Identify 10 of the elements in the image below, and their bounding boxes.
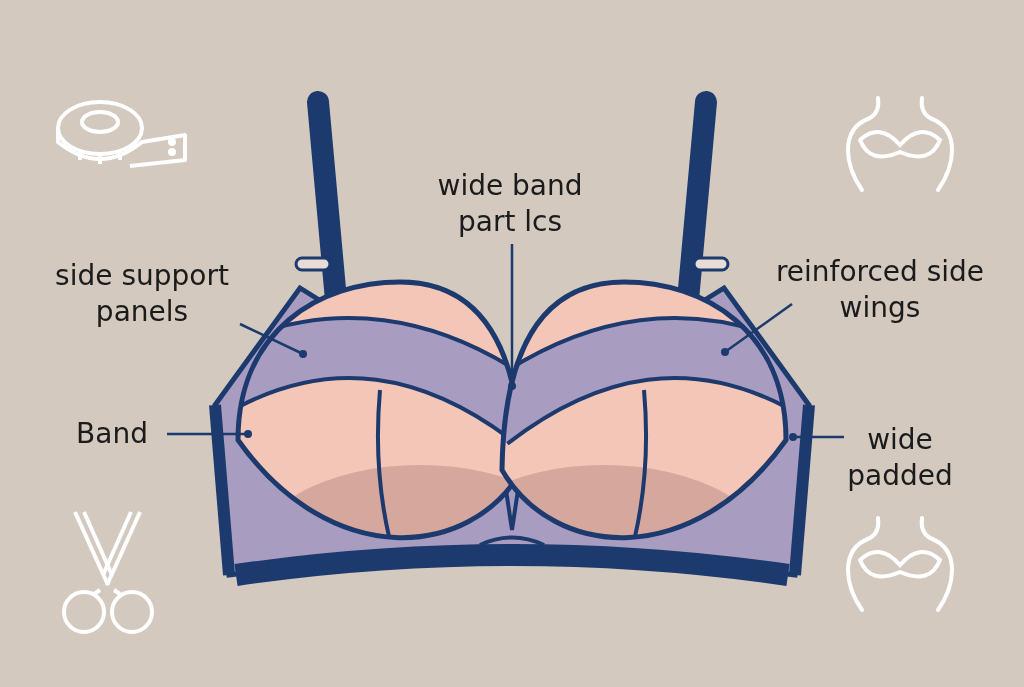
part-label: reinforced side wings [775, 254, 985, 326]
part-label: wide band part lcs [410, 168, 610, 240]
part-label: Band [62, 416, 162, 452]
part-label: side support panels [22, 258, 262, 330]
leader-line [239, 322, 307, 358]
leader-line [789, 433, 844, 441]
part-label: wide padded [830, 422, 970, 494]
leader-line [508, 244, 516, 390]
leader-line [167, 430, 252, 438]
leader-line [721, 303, 793, 356]
